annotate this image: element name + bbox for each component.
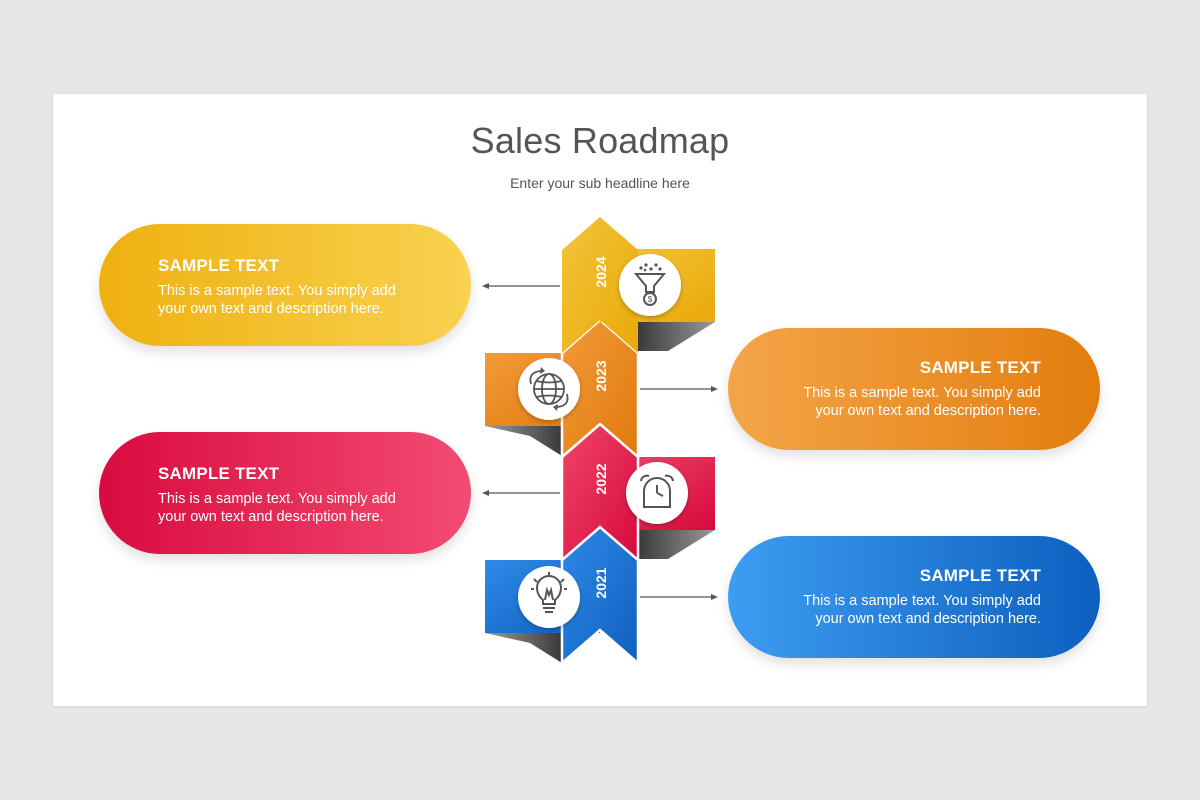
milestone-card-2023: SAMPLE TEXT This is a sample text. You s… (728, 328, 1100, 450)
milestone-description: This is a sample text. You simply add yo… (768, 592, 1041, 628)
description-line-2: your own text and description here. (815, 403, 1041, 419)
milestone-title: SAMPLE TEXT (158, 256, 280, 275)
description-line-2: your own text and description here. (815, 611, 1041, 627)
description-line-1: This is a sample text. You simply add (803, 385, 1041, 401)
description-line-1: This is a sample text. You simply add (158, 283, 396, 299)
svg-text:$: $ (648, 295, 653, 304)
description-line-1: This is a sample text. You simply add (158, 491, 396, 507)
page-title: Sales Roadmap (470, 120, 730, 161)
milestone-description: This is a sample text. You simply add yo… (158, 282, 431, 318)
description-line-2: your own text and description here. (158, 301, 384, 317)
description-line-1: This is a sample text. You simply add (803, 593, 1041, 609)
lightbulb-icon (518, 566, 580, 628)
connector-2021 (640, 594, 718, 600)
milestone-card-2024: SAMPLE TEXT This is a sample text. You s… (99, 224, 471, 346)
year-label-2023: 2023 (593, 360, 609, 391)
milestone-title: SAMPLE TEXT (158, 464, 280, 483)
page-subtitle: Enter your sub headline here (510, 175, 690, 191)
connector-2023 (640, 386, 718, 392)
alarm-clock-icon (626, 462, 688, 524)
milestone-description: This is a sample text. You simply add yo… (768, 384, 1041, 420)
funnel-dollar-icon: $ (619, 254, 681, 316)
year-label-2021: 2021 (593, 567, 609, 598)
milestone-card-2022: SAMPLE TEXT This is a sample text. You s… (99, 432, 471, 554)
milestone-card-2021: SAMPLE TEXT This is a sample text. You s… (728, 536, 1100, 658)
milestone-title: SAMPLE TEXT (919, 566, 1041, 585)
connector-2024 (482, 283, 560, 289)
description-line-2: your own text and description here. (158, 509, 384, 525)
year-label-2022: 2022 (593, 463, 609, 494)
milestone-description: This is a sample text. You simply add yo… (158, 490, 431, 526)
year-label-2024: 2024 (593, 256, 609, 287)
connector-2022 (482, 490, 560, 496)
globe-arrows-icon (518, 358, 580, 420)
milestone-title: SAMPLE TEXT (919, 358, 1041, 377)
